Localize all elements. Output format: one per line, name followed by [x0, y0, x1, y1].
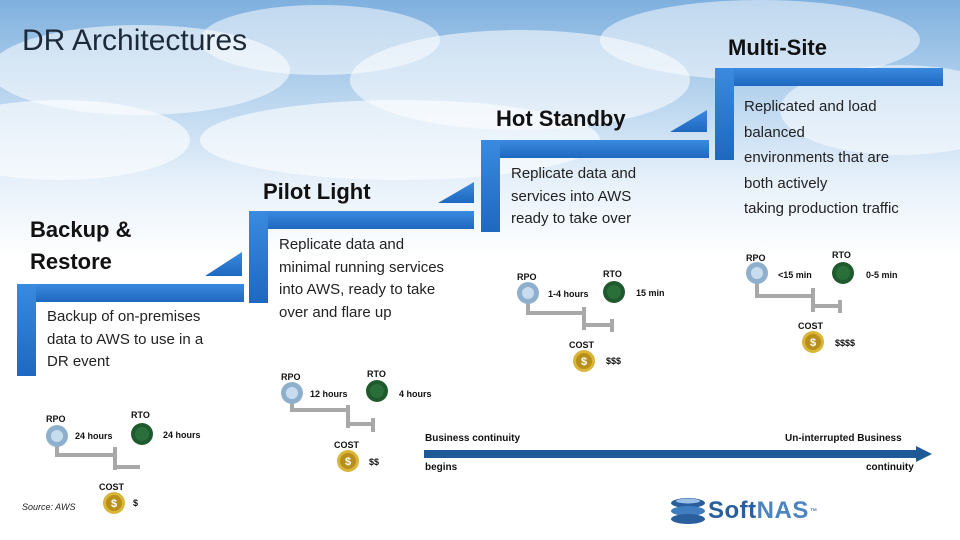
logo-text-nas: NAS: [756, 497, 809, 524]
rto-label: RTO: [367, 369, 386, 379]
rpo-value: <15 min: [778, 270, 812, 280]
continuity-begins-label-line1: Business continuity: [425, 433, 521, 444]
rpo-label: RPO: [746, 253, 766, 263]
rpo-label: RPO: [281, 372, 301, 382]
heading-line: Multi-Site: [728, 35, 827, 60]
metrics-pilot-light: $: [281, 380, 388, 472]
description-line: Replicate data and: [511, 165, 637, 182]
rto-value: 4 hours: [399, 389, 432, 399]
rpo-value: 12 hours: [310, 389, 348, 399]
svg-text:$: $: [111, 498, 117, 510]
metrics-backup-restore: $: [46, 423, 153, 514]
metrics-multi-site: $: [746, 262, 854, 353]
logo-trademark: ™: [809, 507, 817, 515]
rpo-value: 24 hours: [75, 431, 113, 441]
rpo-label: RPO: [517, 272, 537, 282]
heading-line: Restore: [30, 249, 112, 274]
step-heading-multi-site: Multi-Site: [728, 32, 827, 64]
step-heading-backup-restore: Backup & Restore: [30, 214, 131, 278]
description-line: taking production traffic: [744, 200, 899, 217]
description-line: DR event: [47, 353, 110, 370]
step-pilot-light-shape: [249, 182, 474, 303]
heading-line: Hot Standby: [496, 106, 626, 131]
description-line: minimal running services: [279, 258, 445, 276]
metrics-hot-standby: $: [517, 281, 625, 372]
cost-value: $$: [369, 457, 380, 467]
description-line: ready to take over: [511, 210, 632, 227]
rpo-value: 1-4 hours: [548, 289, 589, 299]
description-line: balanced: [744, 123, 805, 141]
description-line: data to AWS to use in a: [47, 330, 204, 348]
rto-value: 15 min: [636, 288, 665, 298]
rpo-label: RPO: [46, 414, 66, 424]
continuity-begins-label-line2: begins: [425, 462, 458, 473]
description-line: Replicate data and: [279, 236, 405, 253]
description-line: Backup of on-premises: [47, 308, 201, 325]
source-note: Source: AWS: [22, 502, 76, 512]
business-continuity-arrow: [424, 446, 932, 462]
step-description-backup-restore: Backup of on-premises data to AWS to use…: [47, 306, 203, 374]
page-title: DR Architectures: [22, 24, 248, 57]
step-description-pilot-light: Replicate data and minimal running servi…: [279, 234, 444, 324]
logo-text-soft: Soft: [708, 497, 757, 524]
cost-value: $$$: [606, 356, 622, 366]
step-multi-site-shape: [715, 68, 943, 160]
svg-text:$: $: [810, 337, 816, 349]
svg-text:$: $: [581, 356, 587, 368]
continuity-uninterrupted-label-line2: continuity: [866, 462, 914, 473]
cost-label: COST: [798, 321, 824, 331]
cost-value: $$$$: [835, 338, 856, 348]
step-backup-restore-shape: [17, 252, 244, 376]
step-hot-standby-shape: [481, 110, 709, 232]
description-line: both actively: [744, 174, 828, 192]
cost-value: $: [133, 498, 139, 508]
rto-label: RTO: [832, 250, 851, 260]
rto-label: RTO: [131, 410, 150, 420]
description-line: over and flare up: [279, 303, 392, 321]
cost-label: COST: [569, 340, 595, 350]
cost-label: COST: [334, 440, 360, 450]
description-line: environments that are: [744, 149, 890, 166]
rto-value: 24 hours: [163, 430, 201, 440]
step-description-multi-site: Replicated and load balanced environment…: [744, 94, 899, 222]
softnas-logo-icon: [671, 498, 705, 524]
rto-value: 0-5 min: [866, 270, 898, 280]
description-line: Replicated and load: [744, 98, 877, 115]
cost-label: COST: [99, 482, 125, 492]
rto-label: RTO: [603, 269, 622, 279]
continuity-uninterrupted-label-line1: Un-interrupted Business: [785, 433, 902, 444]
step-description-hot-standby: Replicate data and services into AWS rea…: [511, 163, 636, 231]
step-heading-hot-standby: Hot Standby: [496, 103, 626, 135]
description-line: into AWS, ready to take: [279, 281, 436, 298]
heading-line: Backup &: [30, 217, 132, 242]
heading-line: Pilot Light: [263, 179, 371, 204]
step-heading-pilot-light: Pilot Light: [263, 176, 371, 208]
svg-text:$: $: [345, 456, 351, 468]
description-line: services into AWS: [511, 187, 632, 205]
